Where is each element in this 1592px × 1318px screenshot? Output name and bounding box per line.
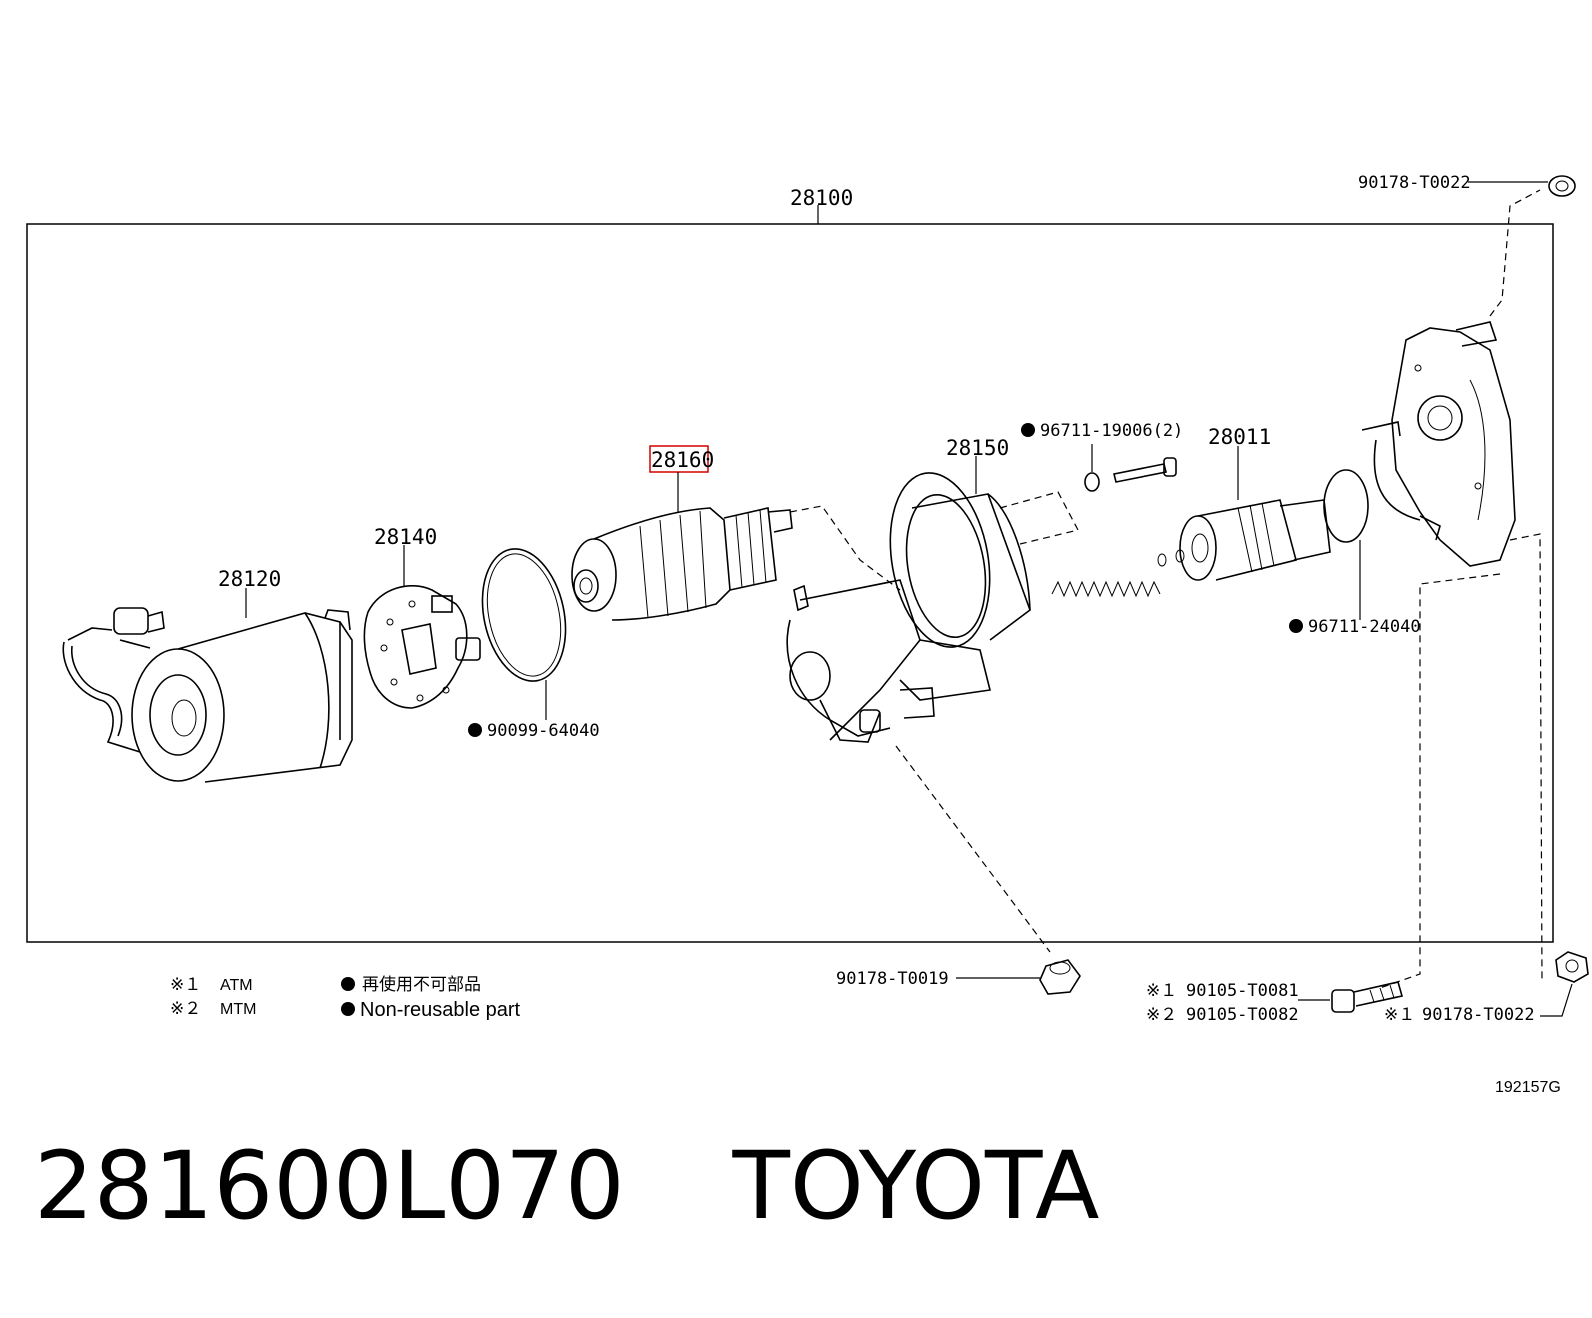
fastener-mark-mtm-2: ※２ [1146,1005,1177,1025]
pinion-clutch-drawing [1179,499,1331,581]
non-reusable-bullet [468,723,482,737]
fastener-label-bolt-atm: 90105-T0081 [1186,981,1299,1001]
fastener-label-nut-bottom: 90178-T0019 [836,969,949,989]
legend-bullet-en: Non-reusable part [360,999,521,1021]
end-plate-drawing [363,585,481,709]
legend-atm-mark: ※１ [170,975,201,995]
fastener-mark-atm-3: ※１ [1384,1005,1415,1025]
spring-drawing [1051,580,1161,598]
bearing-seal-drawing [1084,457,1177,492]
diagram-code: 192157G [1495,1079,1561,1096]
legend-mtm-mark: ※２ [170,999,201,1019]
legend-mtm-label: MTM [220,1001,256,1018]
fastener-label-nut-top: 90178-T0022 [1358,173,1471,193]
yoke-housing-drawing [786,472,1031,743]
solenoid-drawing [62,607,353,783]
part-label-28150: 28150 [946,436,1009,460]
assembly-label: 28100 [790,186,853,210]
o-ring-right-drawing [1323,469,1369,543]
armature-label-highlight [649,445,709,473]
assembly-frame [26,223,1554,943]
armature-drawing [571,507,793,621]
non-reusable-bullet [1021,423,1035,437]
footer-title: 281600L070 TOYOTA [34,1140,1099,1234]
part-number: 281600L070 [34,1132,625,1241]
seal-label-90099-64040: 90099-64040 [487,721,600,741]
legend-bullet [341,977,355,991]
non-reusable-bullet [1289,619,1303,633]
nut-bottom-drawing [1039,959,1081,995]
part-label-28160: 28160 [651,448,714,472]
seal-label-96711-24040: 96711-24040 [1308,617,1421,637]
nut-bottom-right-drawing [1555,951,1589,983]
legend: ※１ ATM ※２ MTM 再使用不可部品 Non-reusable part [170,974,521,1021]
drive-housing-drawing [1361,321,1516,567]
part-label-28140: 28140 [374,525,437,549]
part-label-28011: 28011 [1208,425,1271,449]
fastener-mark-atm-1: ※１ [1146,981,1177,1001]
legend-bullet [341,1002,355,1016]
fastener-label-bolt-mtm: 90105-T0082 [1186,1005,1299,1025]
o-ring-left-drawing [481,548,567,682]
legend-atm-label: ATM [220,977,253,994]
nut-top-right-drawing [1548,175,1576,197]
part-label-28120: 28120 [218,567,281,591]
bolt-drawing [1331,981,1404,1013]
legend-bullet-jp: 再使用不可部品 [362,974,481,995]
fastener-label-nut-atm: 90178-T0022 [1422,1005,1535,1025]
brand-name: TOYOTA [732,1132,1100,1241]
seal-label-96711-19006: 96711-19006(2) [1040,421,1183,441]
